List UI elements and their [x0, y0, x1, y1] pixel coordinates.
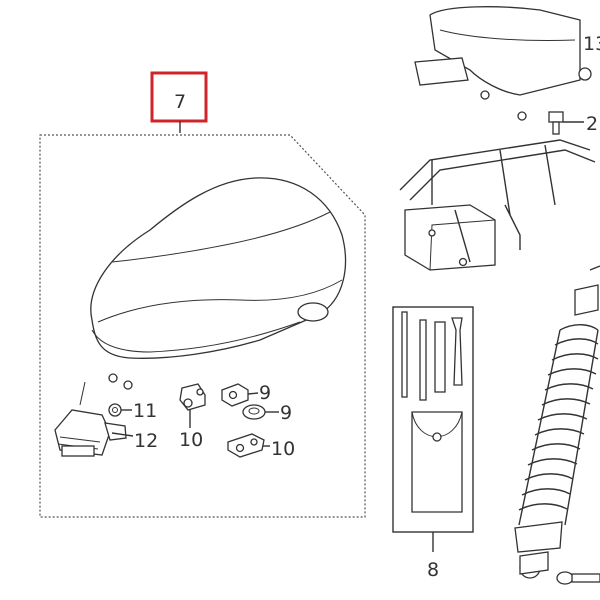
bolt-2-part[interactable]: [548, 111, 564, 135]
callout-9a[interactable]: 9: [259, 382, 271, 404]
callout-12[interactable]: 12: [134, 430, 158, 452]
leader-12: [111, 432, 134, 437]
seat-group-boundary: [39, 134, 366, 518]
latch-part[interactable]: [54, 381, 127, 457]
clip-10b-part[interactable]: [227, 433, 265, 458]
clip-10a-part[interactable]: [179, 383, 206, 411]
nut-11-part[interactable]: [108, 403, 122, 417]
bracket-9a-part[interactable]: [221, 383, 249, 407]
callout-10a[interactable]: 10: [179, 429, 203, 451]
bracket-9b-part[interactable]: [242, 404, 266, 420]
callout-11[interactable]: 11: [133, 400, 157, 422]
callout-2[interactable]: 2: [586, 113, 598, 135]
callout-13[interactable]: 13: [583, 33, 600, 55]
tool-kit-part[interactable]: [392, 306, 474, 533]
nut-pair[interactable]: [108, 373, 133, 390]
highlight-box: [150, 71, 208, 123]
rear-rack-part[interactable]: [399, 139, 596, 271]
leader-9a: [247, 392, 259, 395]
bottom-bolt-part[interactable]: [556, 571, 600, 585]
callout-8[interactable]: 8: [427, 559, 439, 581]
top-bracket-part[interactable]: [414, 6, 592, 121]
callout-10b[interactable]: 10: [271, 438, 295, 460]
callout-7[interactable]: 7: [174, 91, 186, 113]
seat-part[interactable]: [90, 177, 347, 359]
callout-9b[interactable]: 9: [280, 402, 292, 424]
rear-shock-part[interactable]: [514, 265, 600, 579]
